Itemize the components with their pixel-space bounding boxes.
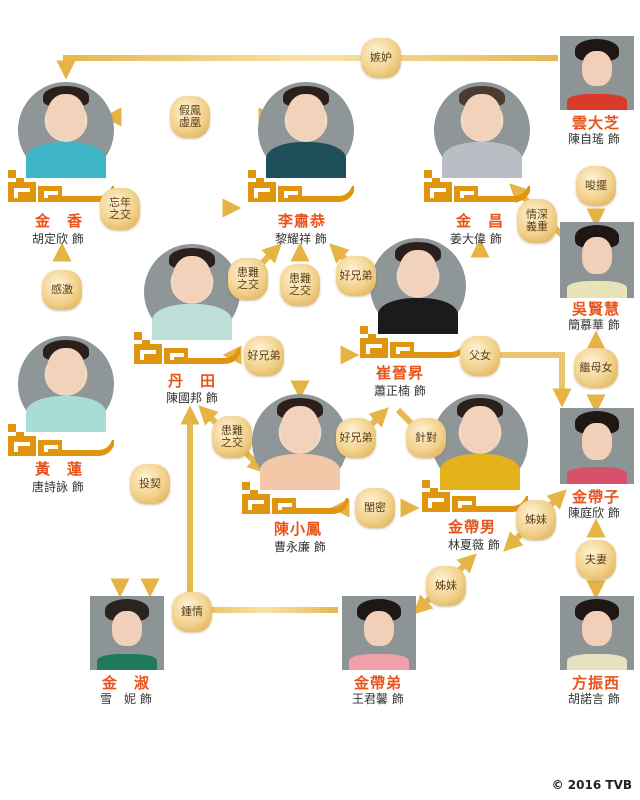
character-jin-dai-dai[interactable]: 金帶弟 王君馨 飾 [340,596,420,706]
character-ng-yin-wai[interactable]: 吳賢慧 簡慕華 飾 [558,222,634,334]
portrait [18,336,114,432]
ornament-icon [242,482,348,514]
character-chan-siu-fung[interactable]: 陳小鳳 曹永廉 飾 [234,388,354,558]
character-name: 金 香 [35,212,84,230]
portrait [370,238,466,334]
character-name: 金帶子 [572,488,621,506]
badge-good-brothers-2: 好兄弟 [244,336,284,376]
character-jin-xiang[interactable]: 金 香 胡定欣 飾 [0,70,120,250]
character-jin-suk[interactable]: 金 淑 雪 妮 飾 [88,596,168,706]
badge-adversity-friends-3: 患難之交 [212,416,252,458]
connector-jealousy [56,55,558,80]
actor-name: 陳自瑤 飾 [568,132,620,146]
portrait [258,82,354,178]
character-jin-dai-ji[interactable]: 金帶子 陳庭欣 飾 [558,408,634,522]
badge-get-along: 投契 [130,464,170,504]
character-name: 金 昌 [456,212,505,230]
portrait [432,394,528,490]
character-name: 黃 蓮 [35,460,84,478]
character-name: 崔晉昇 [376,364,425,382]
character-jin-dai-nam[interactable]: 金帶男 林夏薇 飾 [414,386,534,558]
actor-name: 胡定欣 飾 [32,232,84,246]
character-name: 李肅恭 [278,212,327,230]
character-dan-tin[interactable]: 丹 田 陳國邦 飾 [126,236,246,411]
badge-married: 夫妻 [576,540,616,580]
character-name: 金帶弟 [354,674,403,692]
character-name: 雲大芝 [572,114,621,132]
character-fong-chun-sai[interactable]: 方振西 胡諾言 飾 [558,596,634,706]
portrait [560,596,634,670]
character-name: 吳賢慧 [572,300,621,318]
character-name: 丹 田 [168,372,217,390]
portrait [434,82,530,178]
portrait [342,596,416,670]
character-chui-chun-sing[interactable]: 崔晉昇 蕭正楠 飾 [352,226,472,406]
character-jin-cheong[interactable]: 金 昌 姜大偉 飾 [416,70,536,250]
actor-name: 胡諾言 飾 [568,692,620,706]
actor-name: 蕭正楠 飾 [374,384,426,398]
actor-name: 簡慕華 飾 [568,318,620,332]
portrait [252,394,348,490]
character-name: 金 淑 [102,674,151,692]
ornament-icon [248,170,354,202]
actor-name: 王君馨 飾 [352,692,404,706]
portrait [90,596,164,670]
portrait [560,36,634,110]
badge-sisters-2: 姊妹 [426,566,466,606]
ornament-icon [8,424,114,456]
badge-good-brothers-3: 好兄弟 [336,418,376,458]
actor-name: 林夏薇 飾 [448,538,500,552]
character-wan-tai-chi[interactable]: 雲大芝 陳自瑤 飾 [558,36,634,146]
badge-gratitude: 感激 [42,270,82,310]
badge-father-daughter: 父女 [460,336,500,376]
copyright: © 2016 TVB [551,778,632,792]
badge-targeting: 針對 [406,418,446,458]
badge-affection: 鍾情 [172,592,212,632]
ornament-icon [134,332,240,364]
character-name: 陳小鳳 [274,520,323,538]
actor-name: 陳庭欣 飾 [568,506,620,520]
character-wong-lin[interactable]: 黃 蓮 唐詩詠 飾 [0,330,120,500]
badge-stepmother-daughter: 繼母女 [574,348,618,388]
ornament-icon [422,480,528,512]
ornament-icon [8,170,114,202]
badge-instigate: 唆擺 [576,166,616,206]
character-name: 金帶男 [448,518,497,536]
connector-father-daughter-h [480,352,572,408]
character-name: 方振西 [572,674,621,692]
portrait [560,408,634,484]
portrait [144,244,240,340]
actor-name: 陳國邦 飾 [166,391,218,405]
badge-besties: 閨密 [355,488,395,528]
ornament-icon [360,326,466,358]
actor-name: 雪 妮 飾 [100,692,152,706]
badge-friends-across-age: 忘年之交 [100,188,140,230]
badge-deep-affection: 情深義重 [517,199,557,243]
portrait [18,82,114,178]
portrait [560,222,634,298]
badge-good-brothers-1: 好兄弟 [336,256,376,296]
badge-fake-couple: 假鳳虛凰 [170,96,210,138]
badge-sisters-1: 姊妹 [516,500,556,540]
actor-name: 曹永廉 飾 [274,540,326,554]
ornament-icon [424,170,530,202]
badge-adversity-friends-1: 患難之交 [228,258,268,300]
badge-adversity-friends-2: 患難之交 [280,264,320,306]
actor-name: 黎耀祥 飾 [275,232,327,246]
actor-name: 唐詩詠 飾 [32,480,84,494]
character-li-suk-gung[interactable]: 李肅恭 黎耀祥 飾 [240,70,360,250]
badge-jealousy: 嫉妒 [361,38,401,78]
